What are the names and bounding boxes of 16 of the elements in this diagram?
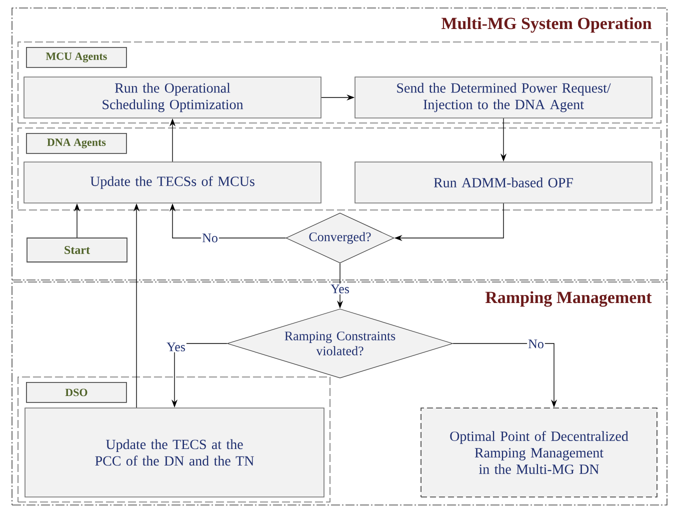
- process-box: Run ADMM-based OPF: [354, 162, 652, 204]
- edge-label: No: [201, 232, 219, 244]
- panel-title: Ramping Management: [485, 291, 652, 307]
- edge-label: Yes: [330, 284, 350, 294]
- group-tag: DSO: [26, 382, 127, 403]
- panel-title: Multi-MG System Operation: [442, 17, 652, 33]
- group-tag: DNA Agents: [26, 133, 127, 154]
- process-box: Send the Determined Power Request/ Injection to the DNA Agent: [354, 76, 652, 118]
- edge-label: No: [527, 338, 545, 350]
- result-box: Optimal Point of Decentralized Ramping Management in the Multi-MG DN: [420, 408, 658, 498]
- process-box: Update the TECSs of MCUs: [24, 162, 322, 204]
- process-box: Run the Operational Scheduling Optimization: [24, 76, 322, 118]
- process-box: Update the TECS at the PCC of the DN and the TN: [24, 408, 324, 498]
- group-tag: MCU Agents: [26, 47, 127, 68]
- edge-label: Yes: [166, 342, 186, 352]
- start-box: Start: [26, 238, 128, 262]
